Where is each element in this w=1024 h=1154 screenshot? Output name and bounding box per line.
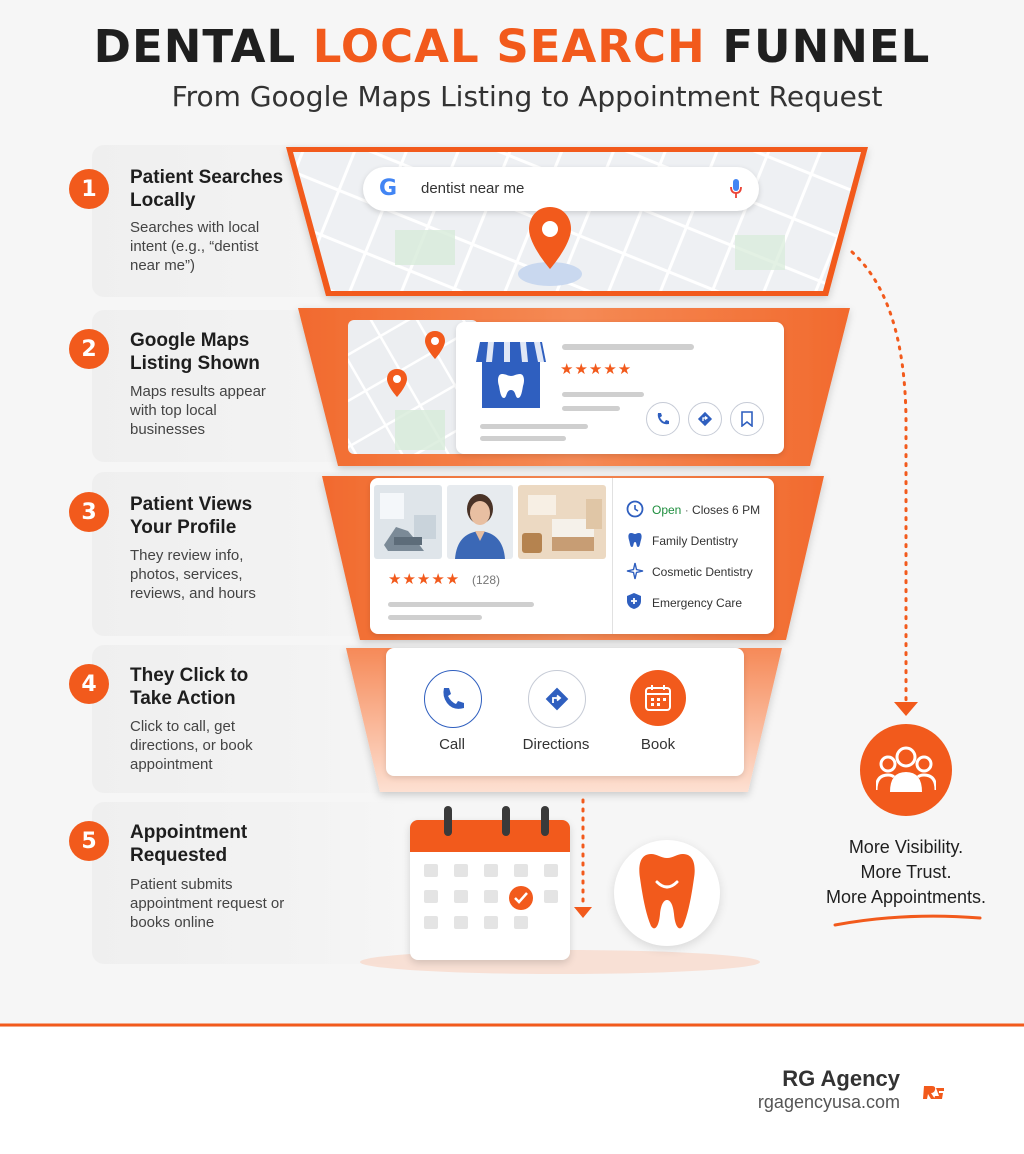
shield-icon [627, 593, 641, 609]
step-number-4: 4 [69, 664, 109, 704]
page-subtitle: From Google Maps Listing to Appointment … [171, 80, 883, 113]
listing-name-placeholder [562, 344, 694, 350]
benefit-appointments: More Appointments. [825, 887, 987, 907]
dotted-connector [850, 250, 908, 702]
benefits-underline [833, 914, 982, 927]
step-desc-3: They review info, photos, services, revi… [130, 547, 256, 602]
service-emergency-care: Emergency Care [652, 596, 743, 610]
map-pin-icon [425, 331, 445, 359]
calendar-grid [424, 864, 558, 929]
directions-label: Directions [522, 736, 590, 753]
page-title: DENTAL LOCAL SEARCH FUNNEL [0, 20, 1024, 73]
open-status: Open [652, 503, 682, 517]
step-title-4: They Click to Take Action [130, 665, 249, 709]
step-title-5: Appointment Requested [130, 822, 248, 866]
call-button[interactable] [424, 670, 482, 728]
profile-info-placeholder [388, 602, 534, 607]
action-card: Call Directions Book [386, 648, 744, 776]
closing-time: Closes 6 PM [692, 503, 761, 517]
listing-info-placeholder [480, 424, 588, 429]
profile-divider [612, 478, 613, 634]
service-cosmetic-dentistry: Cosmetic Dentistry [652, 565, 753, 579]
bookmark-icon[interactable] [730, 402, 764, 436]
step-number-1: 1 [69, 169, 109, 209]
step-number-3: 3 [69, 492, 109, 532]
service-family-dentistry: Family Dentistry [652, 534, 739, 548]
google-logo-icon: G [379, 176, 398, 201]
tooth-icon [628, 533, 642, 547]
profile-info-placeholder [388, 615, 482, 620]
listing-card[interactable]: ★★★★★ [456, 322, 784, 454]
calendar-icon [645, 685, 671, 711]
step-title-2: Google Maps Listing Shown [130, 330, 260, 374]
step-title-3: Patient Views Your Profile [130, 494, 253, 538]
step-desc-4: Click to call, get directions, or book a… [130, 718, 253, 773]
step-number-5: 5 [69, 821, 109, 861]
listing-rating-stars: ★★★★★ [560, 361, 633, 378]
dentist-photo [447, 485, 513, 559]
tooth-badge [614, 840, 720, 946]
step-desc-2: Maps results appear with top local busin… [130, 383, 266, 438]
step-title-1: Patient Searches Locally [130, 167, 284, 211]
location-pin-icon [529, 207, 571, 269]
people-circle [860, 724, 952, 816]
map-pin-icon [387, 369, 407, 397]
call-label: Call [439, 736, 465, 753]
rg-logo-icon [923, 1086, 944, 1099]
benefits-text: More Visibility. More Trust. More Appoin… [820, 835, 992, 910]
search-bar[interactable]: G dentist near me [363, 167, 759, 211]
book-button[interactable] [630, 670, 686, 726]
footer [0, 1027, 1024, 1154]
listing-info-placeholder [562, 406, 620, 411]
step-row-5 [92, 802, 412, 964]
step-number-2: 2 [69, 329, 109, 369]
title-accent: LOCAL SEARCH [312, 20, 706, 73]
sparkle-icon [626, 562, 644, 580]
profile-rating-stars: ★★★★★ [388, 571, 461, 588]
hours-status: Open · Closes 6 PM [652, 503, 760, 517]
people-icon [876, 746, 936, 792]
step-desc-5: Patient submits appointment request or b… [130, 876, 285, 931]
step-desc-1: Searches with local intent (e.g., “denti… [130, 219, 260, 274]
benefit-trust: More Trust. [860, 862, 952, 882]
review-count: (128) [472, 573, 501, 587]
listing-info-placeholder [480, 436, 566, 441]
calendar-rings [444, 806, 549, 836]
clinic-lobby-photo [518, 485, 606, 559]
calendar-illustration [410, 820, 570, 960]
book-label: Book [640, 736, 676, 753]
brand-url[interactable]: rgagencyusa.com [757, 1092, 900, 1112]
directions-icon[interactable] [688, 402, 722, 436]
brand-name: RG Agency [782, 1066, 900, 1091]
search-query: dentist near me [421, 180, 525, 197]
benefit-visibility: More Visibility. [848, 837, 964, 857]
hours-separator: · [684, 503, 689, 517]
smiling-tooth-icon [639, 854, 695, 929]
directions-icon [545, 687, 569, 711]
title-part1: DENTAL [93, 20, 297, 73]
listing-info-placeholder [562, 392, 644, 397]
microphone-icon [730, 179, 742, 198]
clock-icon [626, 500, 644, 518]
profile-card[interactable]: ★★★★★ (128) Open · Closes 6 PM Family De… [370, 478, 774, 634]
phone-icon [443, 688, 464, 709]
phone-icon[interactable] [646, 402, 680, 436]
title-part2: FUNNEL [722, 20, 931, 73]
dental-store-icon [476, 342, 546, 408]
directions-button[interactable] [528, 670, 586, 728]
clinic-chair-photo [374, 485, 442, 559]
